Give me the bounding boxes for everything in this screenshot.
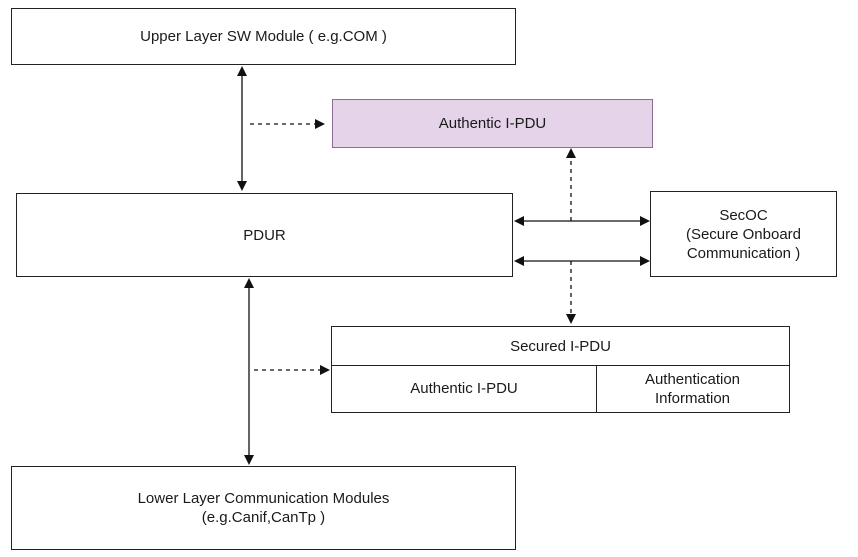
secoc-subtitle-line2: Communication ) [686, 244, 801, 262]
secoc-title: SecOC [719, 206, 768, 224]
lower-layer-label: Lower Layer Communication Modules [137, 490, 390, 507]
pdur-box: PDUR [16, 193, 513, 277]
authentic-pdu-label: Authentic I-PDU [438, 115, 547, 132]
upper-layer-box: Upper Layer SW Module ( e.g.COM ) [11, 8, 516, 65]
secured-pdu-header: Secured I-PDU [332, 327, 789, 366]
authentication-info-line2: Information [654, 389, 731, 407]
secoc-subtitle-line1: (Secure Onboard [685, 225, 802, 243]
secured-pdu-box: Secured I-PDU Authentic I-PDU Authentica… [331, 326, 790, 413]
lower-layer-example: (e.g.Canif,CanTp ) [201, 509, 326, 526]
secoc-box: SecOC (Secure Onboard Communication ) [650, 191, 837, 277]
lower-layer-box: Lower Layer Communication Modules (e.g.C… [11, 466, 516, 550]
upper-layer-label: Upper Layer SW Module ( e.g.COM ) [140, 28, 387, 45]
secured-authentic-cell: Authentic I-PDU [332, 365, 597, 412]
authentication-info-cell: Authentication Information [596, 365, 789, 412]
pdur-label: PDUR [243, 226, 286, 244]
authentication-info-line1: Authentication [644, 370, 741, 388]
authentic-pdu-box: Authentic I-PDU [332, 99, 653, 148]
